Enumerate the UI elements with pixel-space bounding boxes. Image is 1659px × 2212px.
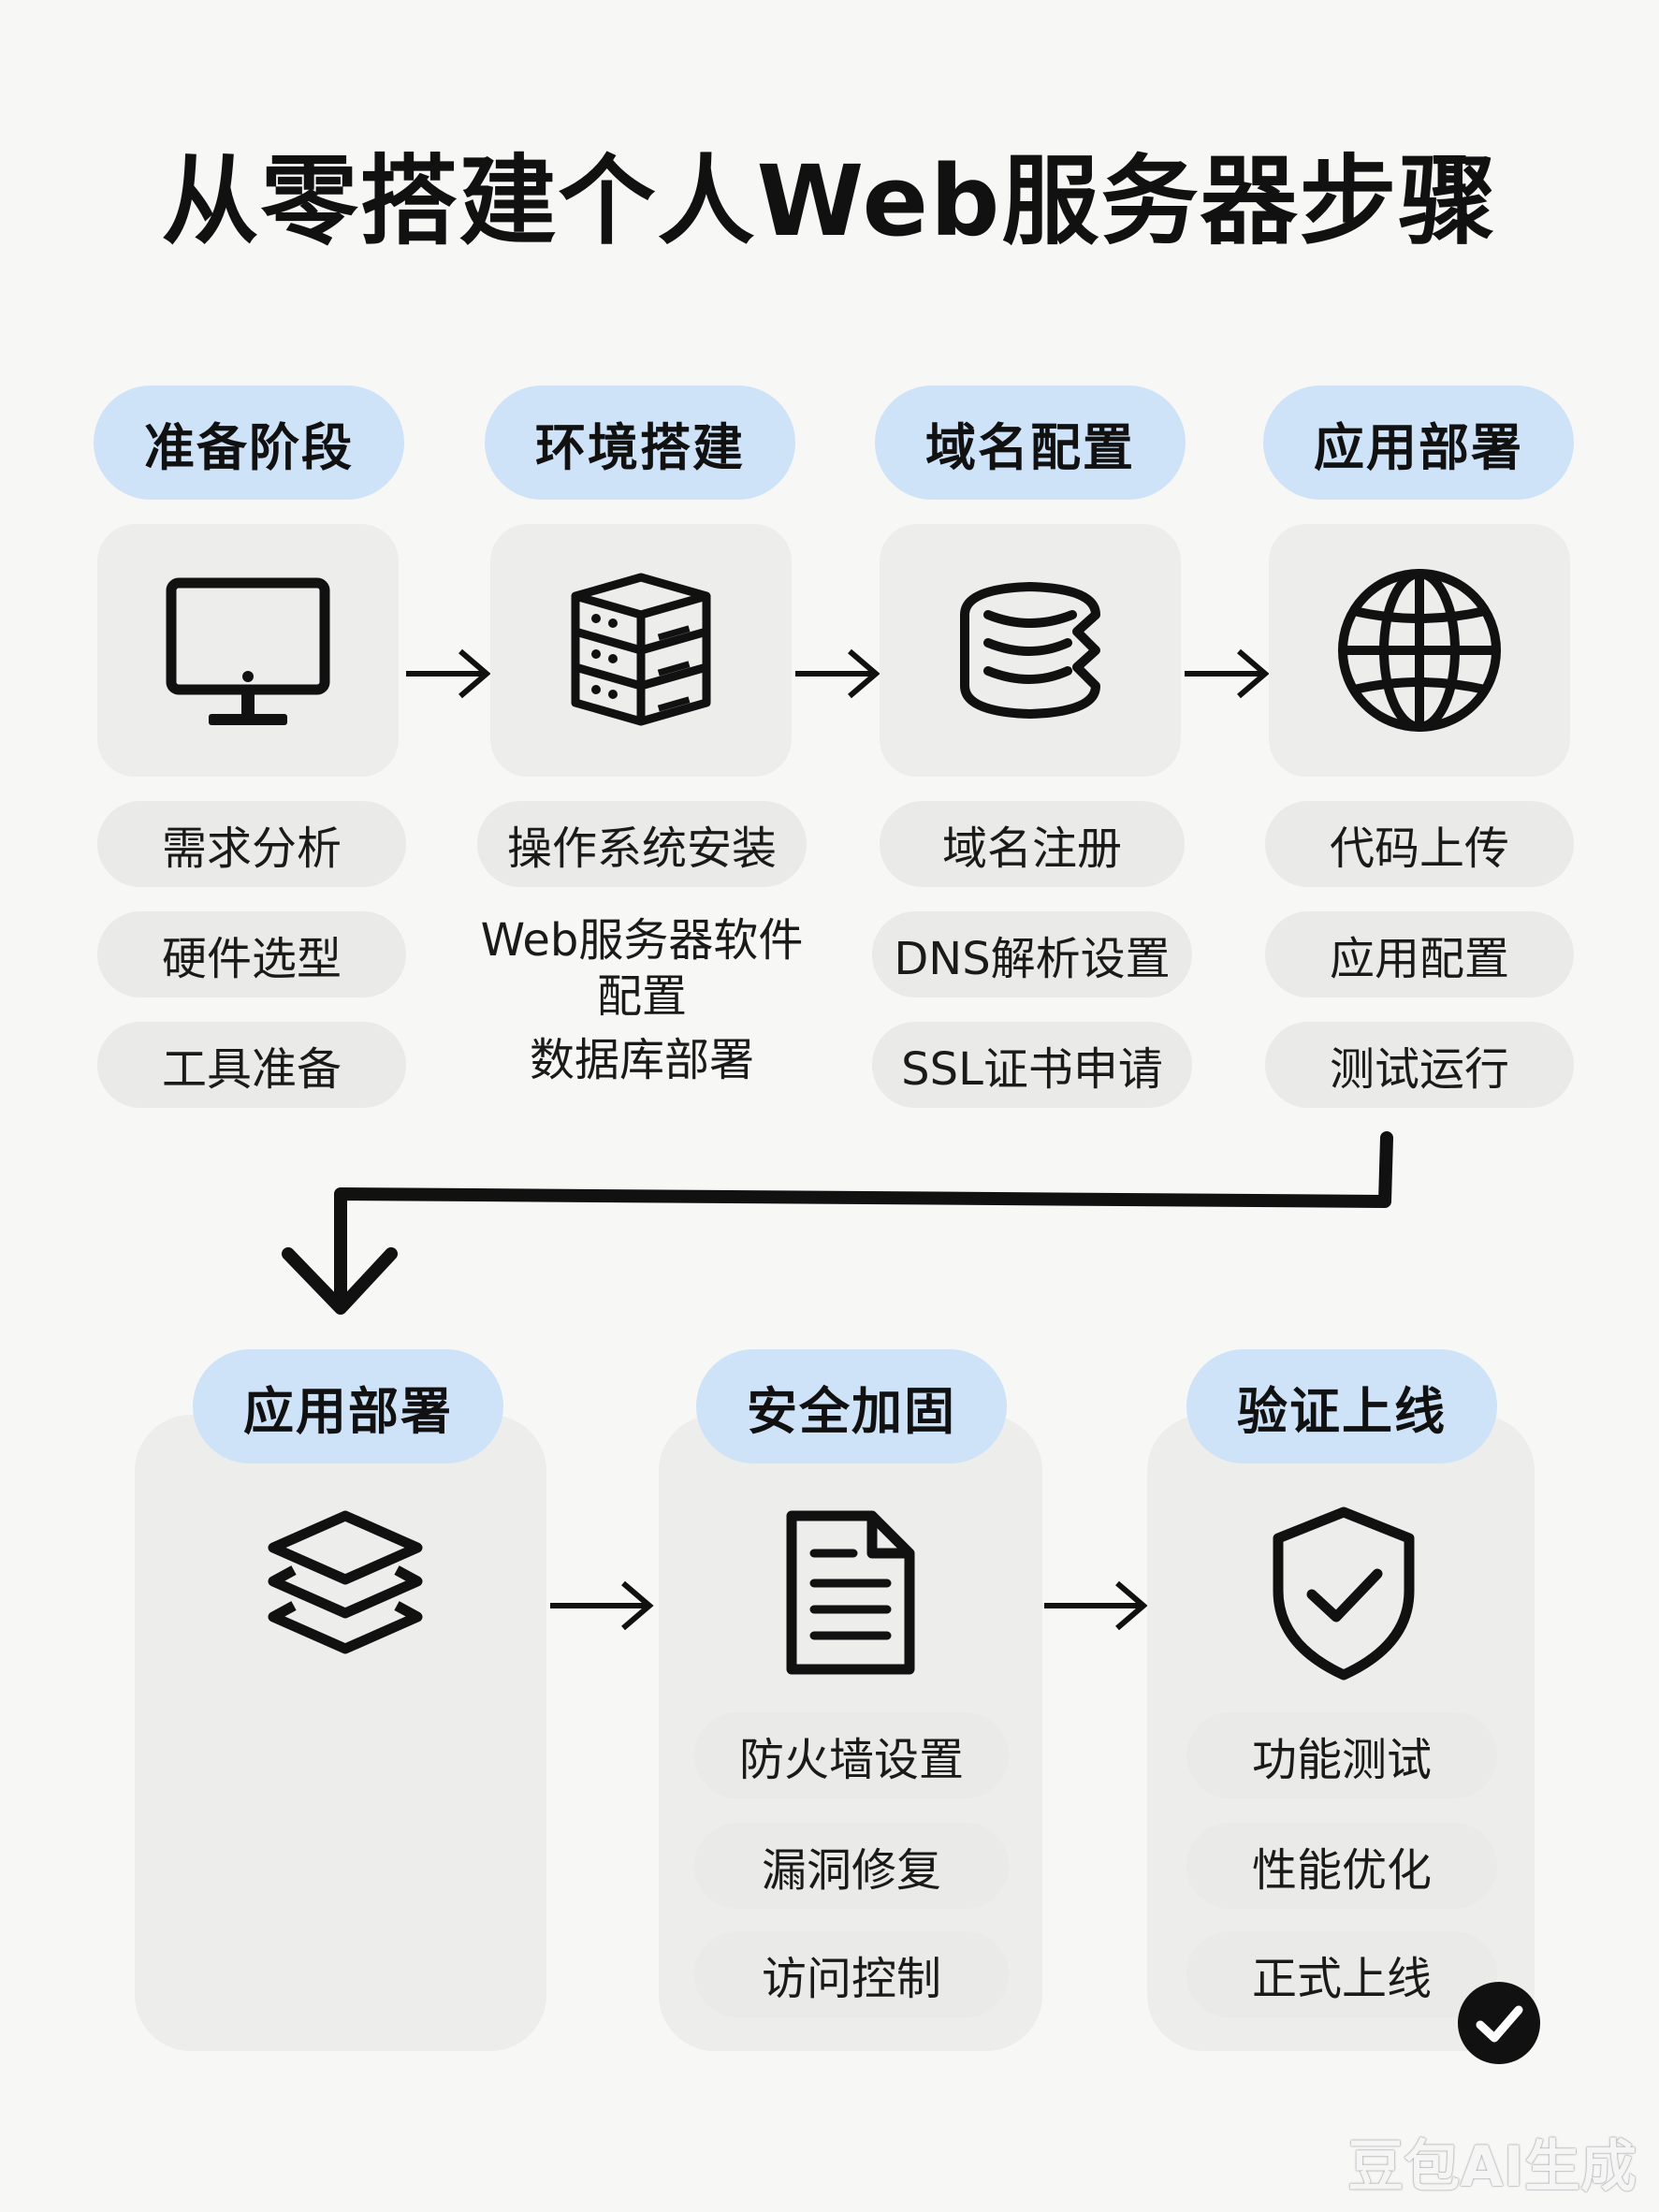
list-item: 漏洞修复 <box>694 1823 1009 1909</box>
right-arrow-icon <box>406 648 491 699</box>
list-item: 工具准备 <box>97 1022 406 1108</box>
stage-label-launch: 验证上线 <box>1186 1349 1497 1463</box>
monitor-icon <box>166 577 330 725</box>
stage-label-app: 应用部署 <box>193 1349 503 1463</box>
stage-card-prepare <box>97 524 399 777</box>
watermark: 豆包AI生成 <box>1347 2134 1637 2200</box>
stage-label-deploy: 应用部署 <box>1263 386 1574 500</box>
right-arrow-icon <box>550 1580 654 1631</box>
stage-label-environment: 环境搭建 <box>485 386 795 500</box>
stage-label-security: 安全加固 <box>696 1349 1007 1463</box>
list-item: 操作系统安装 <box>477 801 807 887</box>
globe-icon <box>1338 569 1501 732</box>
stage-card-domain <box>880 524 1181 777</box>
list-item: DNS解析设置 <box>872 911 1192 997</box>
database-stack-icon <box>960 582 1100 719</box>
document-icon <box>786 1510 915 1675</box>
list-item: 正式上线 <box>1186 1931 1497 2017</box>
shield-check-icon <box>1273 1506 1415 1681</box>
stage-label-prepare: 准备阶段 <box>94 386 404 500</box>
stage-card-deploy <box>1269 524 1570 777</box>
checkmark-badge-icon <box>1458 1982 1540 2064</box>
list-item: 域名注册 <box>880 801 1185 887</box>
right-arrow-icon <box>795 648 880 699</box>
list-item: SSL证书申请 <box>872 1022 1192 1108</box>
list-item: Web服务器软件配置 <box>480 914 804 1023</box>
right-arrow-icon <box>1185 648 1270 699</box>
list-item: 功能测试 <box>1186 1712 1497 1798</box>
list-item: 需求分析 <box>97 801 406 887</box>
server-icon <box>571 573 711 726</box>
list-item: 应用配置 <box>1265 911 1574 997</box>
list-item: 数据库部署 <box>529 1034 754 1086</box>
stage-label-domain: 域名配置 <box>875 386 1186 500</box>
page-title: 从零搭建个人Web服务器步骤 <box>161 144 1498 258</box>
list-item: 防火墙设置 <box>694 1712 1009 1798</box>
list-item: 代码上传 <box>1265 801 1574 887</box>
list-item: 硬件选型 <box>97 911 406 997</box>
right-arrow-icon <box>1044 1580 1148 1631</box>
down-connector-arrow-icon <box>282 1131 1393 1315</box>
stage-card-environment <box>490 524 792 777</box>
layers-icon <box>268 1510 423 1654</box>
list-item: 访问控制 <box>694 1931 1009 2017</box>
list-item: 性能优化 <box>1186 1823 1497 1909</box>
list-item: 测试运行 <box>1265 1022 1574 1108</box>
